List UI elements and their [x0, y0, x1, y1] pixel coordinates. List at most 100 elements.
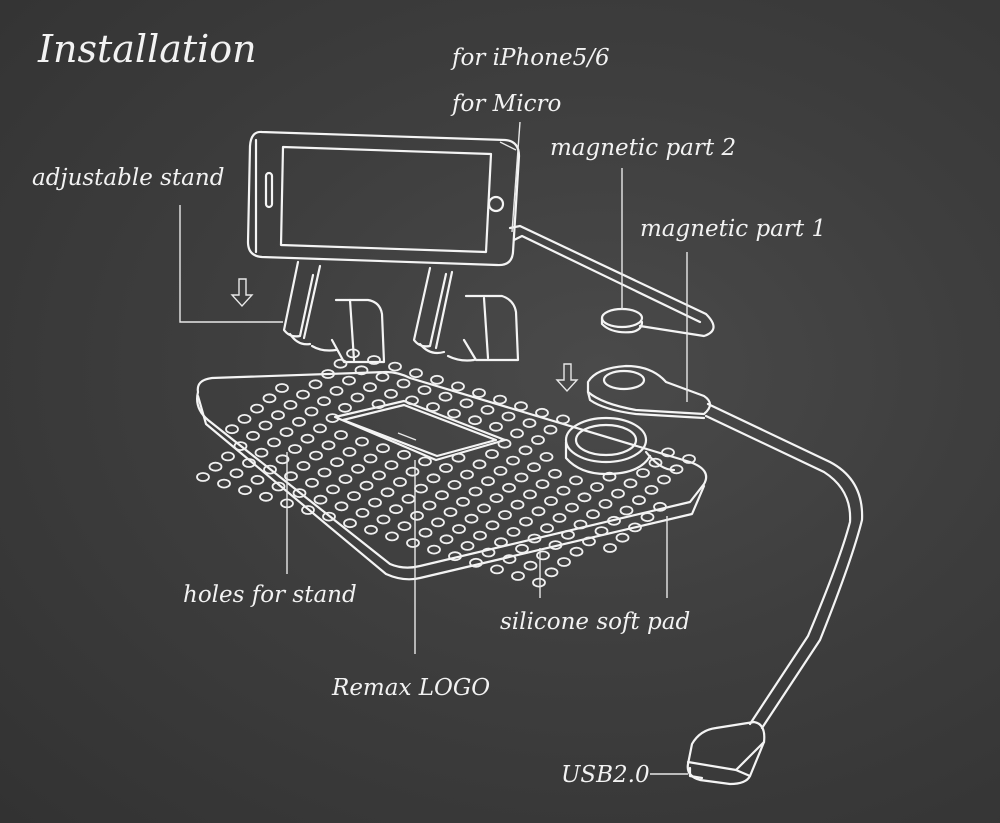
- stand-hole: [346, 348, 360, 359]
- stand-hole: [548, 468, 562, 479]
- stand-hole: [448, 551, 462, 562]
- stand-hole: [532, 577, 546, 588]
- stand-hole: [569, 475, 583, 486]
- stand-hole: [322, 511, 336, 522]
- stand-hole: [292, 488, 307, 499]
- stand-hole: [514, 401, 528, 412]
- stand-hole: [603, 543, 617, 553]
- stand-hole: [615, 532, 630, 543]
- stand-hole: [384, 460, 399, 471]
- stand-hole: [368, 497, 382, 508]
- stand-hole: [485, 520, 500, 531]
- stand-hole: [208, 461, 223, 472]
- stand-hole: [229, 468, 244, 479]
- stand-hole: [367, 355, 381, 365]
- stand-hole: [259, 491, 273, 502]
- stand-hole: [473, 530, 487, 541]
- stand-hole: [510, 499, 525, 510]
- stand-hole: [300, 433, 315, 444]
- stand-hole: [233, 441, 248, 452]
- leader-lines: [179, 121, 688, 775]
- stand-hole: [472, 459, 487, 470]
- stand-hole: [485, 449, 499, 459]
- stand-hole: [472, 388, 486, 398]
- stand-hole: [657, 474, 671, 485]
- stand-hole: [393, 477, 407, 487]
- stand-hole: [283, 399, 298, 410]
- down-arrow-icon: [555, 363, 579, 393]
- stand-hole: [439, 534, 454, 545]
- stand-hole: [342, 375, 356, 386]
- stand-hole: [326, 484, 340, 495]
- phone-cable: [508, 224, 715, 338]
- stand-hole: [410, 510, 424, 521]
- stand-hole: [355, 436, 369, 447]
- stand-hole: [217, 478, 231, 489]
- stand-hole: [288, 444, 302, 454]
- stand-hole: [527, 462, 541, 473]
- magnetic-part-2-drawing: [600, 307, 644, 334]
- stand-hole: [661, 447, 675, 458]
- stand-hole: [426, 402, 440, 412]
- label-silicone-soft-pad: silicone soft pad: [500, 609, 691, 635]
- stand-hole: [359, 480, 374, 491]
- stand-hole: [544, 567, 559, 578]
- label-magnetic-part-1: magnetic part 1: [640, 216, 827, 242]
- stand-hole: [308, 379, 323, 390]
- stand-hole: [426, 473, 441, 484]
- stand-hole: [607, 515, 621, 526]
- label-adjustable-stand: adjustable stand: [32, 165, 225, 191]
- label-usb: USB2.0: [561, 762, 650, 788]
- stand-hole: [275, 454, 290, 465]
- stand-hole: [422, 500, 437, 511]
- stand-hole: [556, 485, 571, 496]
- stand-hole: [640, 512, 655, 522]
- stand-hole: [376, 514, 391, 525]
- stand-hole: [334, 430, 348, 440]
- stand-hole: [250, 474, 265, 485]
- stand-hole: [531, 506, 546, 517]
- stand-hole: [305, 477, 319, 488]
- stand-hole: [242, 458, 256, 468]
- stand-hole: [271, 410, 285, 421]
- stand-hole: [338, 474, 353, 485]
- stand-hole: [531, 435, 545, 445]
- stand-hole: [418, 527, 433, 538]
- stand-hole: [447, 479, 462, 490]
- stand-hole: [275, 383, 289, 393]
- stand-hole: [481, 476, 495, 487]
- stand-hole: [397, 449, 411, 460]
- stand-hole: [343, 518, 357, 529]
- stand-hole: [544, 496, 558, 506]
- stand-hole: [557, 557, 571, 567]
- stand-hole: [354, 365, 369, 376]
- stand-hole: [313, 494, 328, 505]
- stand-hole: [619, 505, 634, 516]
- stand-hole: [502, 554, 517, 564]
- stand-hole: [418, 456, 432, 467]
- stand-hole: [602, 471, 617, 482]
- stand-hole: [342, 446, 357, 457]
- stand-hole: [535, 407, 549, 418]
- stand-hole: [522, 418, 537, 429]
- label-holes-for-stand: holes for stand: [183, 582, 357, 608]
- silicone-pad-drawing: [196, 348, 708, 588]
- stand-hole: [396, 378, 411, 389]
- stand-hole: [497, 438, 512, 449]
- stand-hole: [309, 450, 323, 461]
- stand-hole: [363, 382, 377, 393]
- stand-hole: [468, 415, 482, 426]
- usb-cable-drawing: [686, 402, 864, 786]
- stand-hole: [296, 460, 311, 471]
- stand-hole: [292, 416, 306, 427]
- stand-hole: [628, 522, 642, 533]
- stand-hole: [401, 493, 416, 504]
- stand-hole: [565, 502, 579, 513]
- stand-hole: [494, 537, 508, 548]
- stand-hole: [271, 481, 286, 492]
- stand-hole: [334, 501, 349, 512]
- stand-hole: [527, 533, 542, 544]
- stand-hole: [561, 529, 575, 540]
- stand-hole: [456, 496, 470, 507]
